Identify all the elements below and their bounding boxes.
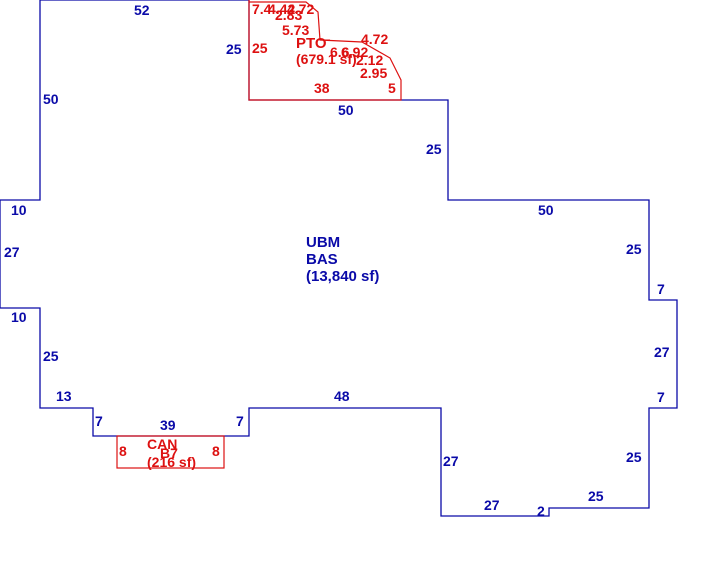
patio-dim-bottom: 38 bbox=[314, 80, 330, 96]
dim-upper-step-right: 25 bbox=[426, 141, 442, 157]
dim-right-lower: 25 bbox=[626, 449, 642, 465]
patio-dim-diag-4: 2.12 bbox=[356, 52, 383, 68]
patio-dim-diag-7: 7.4 bbox=[252, 1, 272, 17]
dim-lower-left: 25 bbox=[43, 348, 59, 364]
canopy-area: (216 sf) bbox=[147, 454, 196, 470]
dim-upper-left: 50 bbox=[43, 91, 59, 107]
dim-right-high-step: 7 bbox=[657, 281, 665, 297]
dim-left: 27 bbox=[4, 244, 20, 260]
dim-upper-step-left: 25 bbox=[226, 41, 242, 57]
patio-dim-left: 25 bbox=[252, 40, 268, 56]
patio-dim-diag-5: 4.72 bbox=[361, 31, 388, 47]
dim-notch-right: 7 bbox=[236, 413, 244, 429]
dim-left-bottom-step: 10 bbox=[11, 309, 27, 325]
patio-code: PTO bbox=[296, 35, 327, 52]
patio-dim-diag-10: 2.83 bbox=[275, 7, 302, 23]
dim-drop: 27 bbox=[443, 453, 459, 469]
patio-dim-diag-9: 4.42 bbox=[268, 1, 295, 17]
dim-tiny-step: 2 bbox=[537, 503, 545, 519]
dim-upper-step-bottom: 50 bbox=[338, 102, 354, 118]
main-area-type: BAS bbox=[306, 251, 338, 268]
patio-dim-diag-3: 6.92 bbox=[341, 44, 368, 60]
canopy-outline bbox=[116, 435, 225, 469]
dim-left-top-step: 10 bbox=[11, 202, 27, 218]
dim-right: 27 bbox=[654, 344, 670, 360]
dim-right-low-step: 7 bbox=[657, 389, 665, 405]
patio-dim-right: 5 bbox=[388, 80, 396, 96]
patio-dim-diag-2: 6.6 bbox=[330, 44, 350, 60]
main-area-size: (13,840 sf) bbox=[306, 268, 379, 285]
dim-bottom-right-low: 27 bbox=[484, 497, 500, 513]
dim-bottom-middle: 48 bbox=[334, 388, 350, 404]
canopy-sub-code: B7 bbox=[160, 445, 178, 461]
dim-bottom-right: 25 bbox=[588, 488, 604, 504]
dim-right-upper: 25 bbox=[626, 241, 642, 257]
dim-top: 52 bbox=[134, 2, 150, 18]
patio-dim-diag-1: 2.95 bbox=[360, 65, 387, 81]
dim-notch-left: 7 bbox=[95, 413, 103, 429]
main-area-outline bbox=[0, 0, 678, 517]
main-area-code: UBM bbox=[306, 234, 340, 251]
patio-outline bbox=[248, 0, 402, 101]
dim-bottom-left-step: 13 bbox=[56, 388, 72, 404]
canopy-dim-left: 8 bbox=[119, 443, 127, 459]
patio-dim-diag-6: 5.73 bbox=[282, 22, 309, 38]
dim-notch-bottom: 39 bbox=[160, 417, 176, 433]
patio-area: (679.1 sf) bbox=[296, 51, 357, 67]
canopy-dim-right: 8 bbox=[212, 443, 220, 459]
patio-dim-diag-8: 4.72 bbox=[287, 1, 314, 17]
dim-top-right: 50 bbox=[538, 202, 554, 218]
canopy-code: CAN bbox=[147, 436, 177, 452]
